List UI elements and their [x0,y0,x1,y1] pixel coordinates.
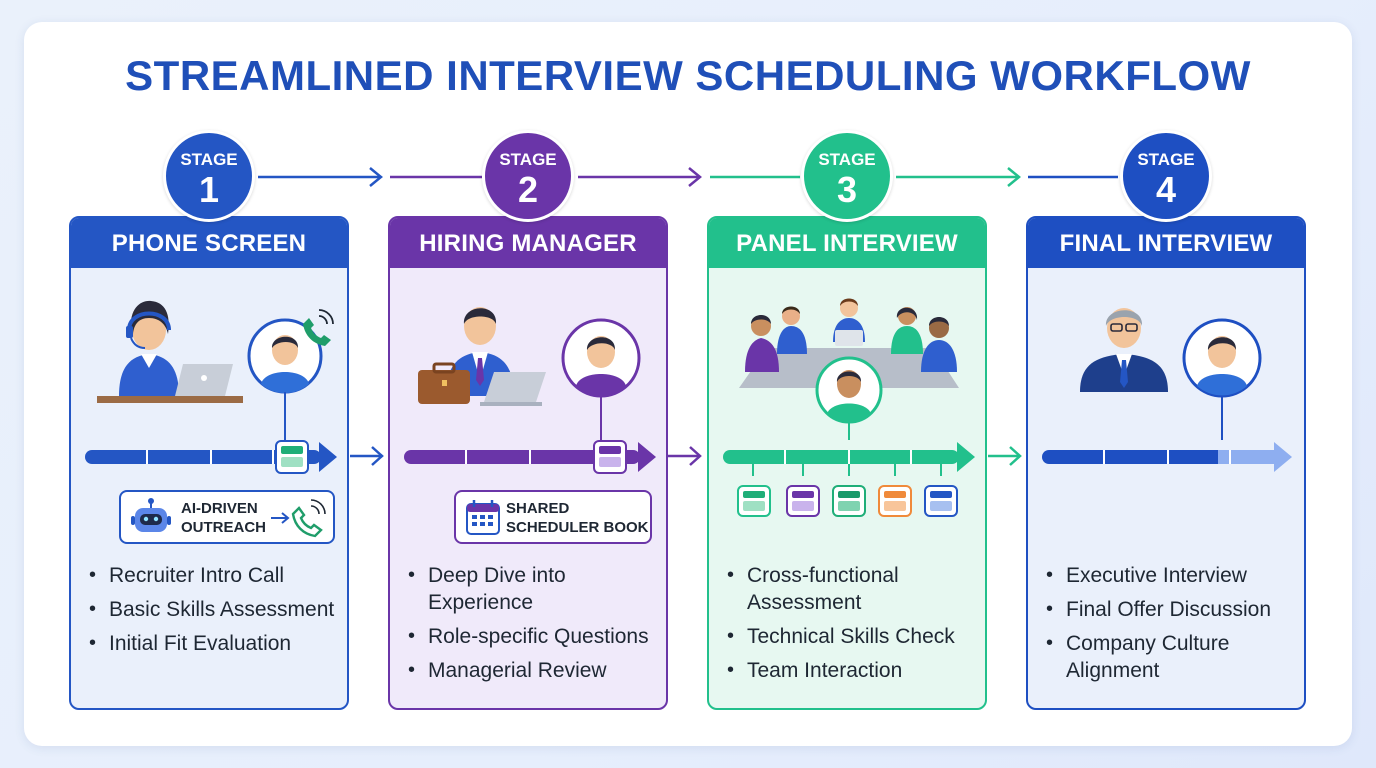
panel-meeting-icon [739,298,959,424]
ai-outreach-callout: AI-DRIVEN OUTREACH [119,490,335,544]
connector-arrow-2-3 [688,167,702,187]
candidate-avatar-1 [247,318,323,394]
phone-icon-1 [303,309,334,346]
list-item: Final Offer Discussion [1046,596,1296,623]
list-item: Cross-functional Assessment [727,562,977,616]
stage-2-label: STAGE [499,150,557,169]
calendar-slot-icon [924,485,958,517]
calendar-slot-icon [786,485,820,517]
stage-2-illustration [418,307,641,440]
callout-2-line-1: SHARED [506,500,570,517]
stage-2-bullets: Deep Dive into Experience Role-specific … [408,562,658,691]
list-item: Company Culture Alignment [1046,630,1296,684]
stage-2-heading: HIRING MANAGER [390,218,666,268]
stage-4-panel: FINAL INTERVIEW Executive Interview Fina… [1026,216,1306,710]
callout-2-line-2: SCHEDULER BOOK [506,519,649,536]
stage-4-heading: FINAL INTERVIEW [1028,218,1304,268]
hiring-manager-icon [418,307,546,406]
stage-1-number: 1 [198,169,220,210]
callout-1-line-1: AI-DRIVEN [181,500,258,517]
stage-2-panel: HIRING MANAGER [388,216,668,710]
list-item: Technical Skills Check [727,623,977,650]
calendar-slot-icon [832,485,866,517]
list-item: Role-specific Questions [408,623,658,650]
stage-1-heading: PHONE SCREEN [71,218,347,268]
stage-4-illustration [1080,308,1262,440]
connector-arrow-3-4 [1007,167,1021,187]
list-item: Managerial Review [408,657,658,684]
list-item: Executive Interview [1046,562,1296,589]
stage-3-bullets: Cross-functional Assessment Technical Sk… [727,562,977,691]
stage-1-badge: STAGE 1 [163,130,255,222]
arrow-phone-icon [271,499,326,538]
connector-arrow-1-2 [369,167,383,187]
stage-3-heading: PANEL INTERVIEW [709,218,985,268]
robot-icon [131,498,171,532]
stage-2-number: 2 [517,169,539,210]
list-item: Initial Fit Evaluation [89,630,339,657]
candidate-avatar-2 [561,318,641,398]
stage-1-timeline [85,440,337,474]
stage-4-bullets: Executive Interview Final Offer Discussi… [1046,562,1296,691]
shared-scheduler-callout: SHARED SCHEDULER BOOK [454,490,652,544]
stage-1-label: STAGE [180,150,238,169]
list-item: Basic Skills Assessment [89,596,339,623]
executive-icon [1080,308,1168,392]
stage-3-badge: STAGE 3 [801,130,893,222]
stage-3-label: STAGE [818,150,876,169]
stage-3-panel: PANEL INTERVIEW [707,216,987,710]
recruiter-icon [97,300,243,403]
calendar-slot-icon [878,485,912,517]
list-item: Team Interaction [727,657,977,684]
stage-3-number: 3 [836,169,858,210]
stage-1-bullets: Recruiter Intro Call Basic Skills Assess… [89,562,339,664]
stage-3-illustration [739,298,959,440]
list-item: Recruiter Intro Call [89,562,339,589]
stage-1-illustration [97,300,334,440]
list-item: Deep Dive into Experience [408,562,658,616]
candidate-avatar-4 [1182,318,1262,398]
calendar-slot-icon [737,485,771,517]
stage-2-timeline [404,440,656,474]
stage-3-timeline [723,442,975,517]
stage-1-panel: PHONE SCREEN [69,216,349,710]
stage-2-badge: STAGE 2 [482,130,574,222]
callout-1-line-2: OUTREACH [181,519,266,536]
calendar-icon [466,500,500,535]
stage-4-badge: STAGE 4 [1120,130,1212,222]
stage-4-label: STAGE [1137,150,1195,169]
page-title: STREAMLINED INTERVIEW SCHEDULING WORKFLO… [125,52,1251,99]
stage-4-timeline [1042,442,1292,472]
stage-4-number: 4 [1155,169,1177,210]
